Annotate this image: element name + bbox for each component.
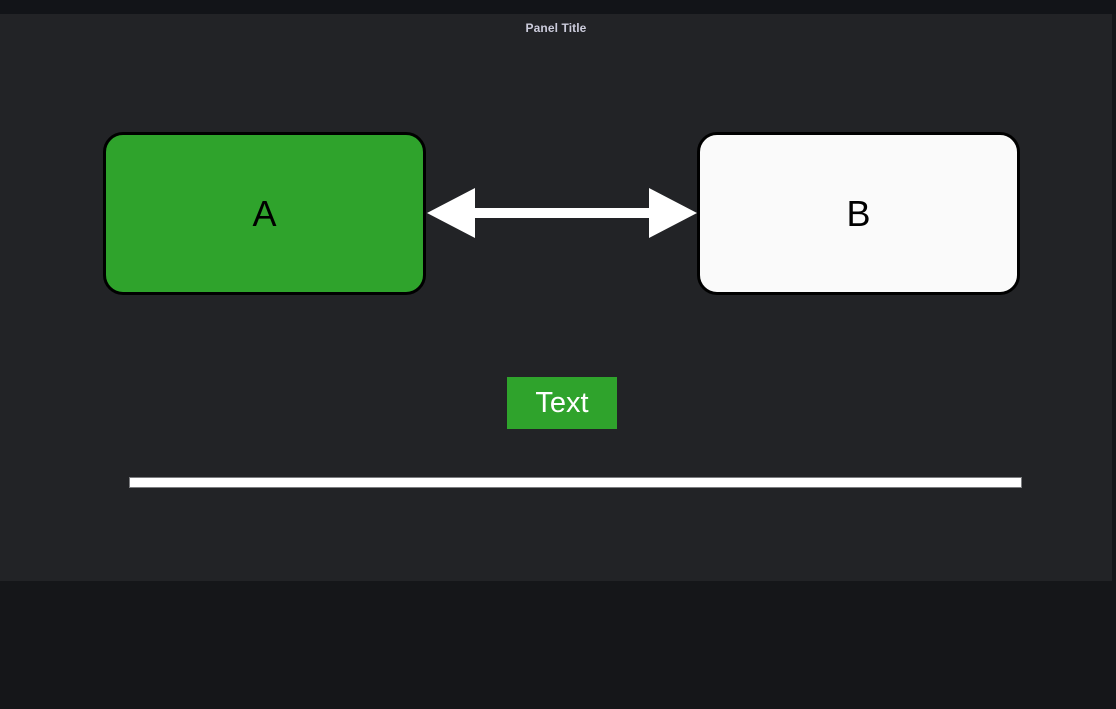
double-arrow-icon <box>427 188 697 238</box>
panel-title[interactable]: Panel Title <box>525 21 587 35</box>
bottom-background-area <box>0 581 1116 709</box>
double-arrow-shape <box>427 188 697 238</box>
panel-title-bar: Panel Title <box>0 14 1112 42</box>
node-a-label: A <box>252 192 277 234</box>
canvas-panel: Panel Title A B Text <box>0 14 1112 581</box>
text-box: Text <box>507 377 617 429</box>
top-chrome-strip <box>0 0 1116 14</box>
node-b-box: B <box>697 132 1020 295</box>
node-b-label: B <box>846 192 871 234</box>
divider-line <box>129 477 1022 488</box>
text-box-label: Text <box>535 386 589 419</box>
node-a-box: A <box>103 132 426 295</box>
